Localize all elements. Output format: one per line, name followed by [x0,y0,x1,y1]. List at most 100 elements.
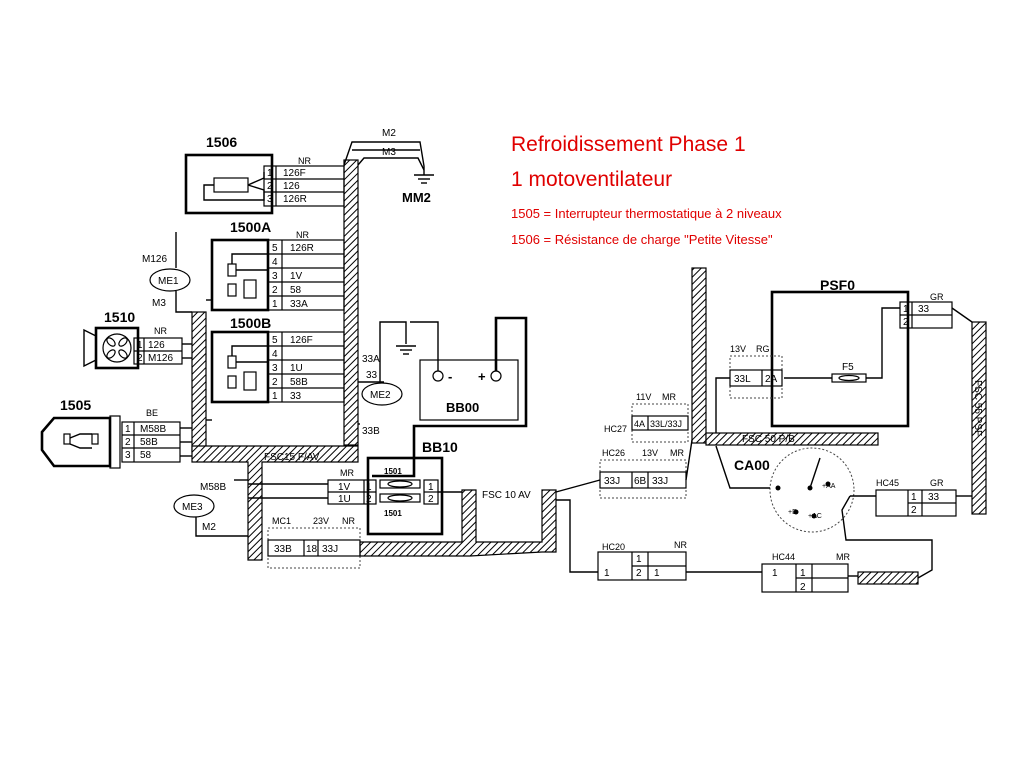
label-1506: 1506 [206,134,237,150]
connector-1500a [267,239,345,311]
ignition-switch-icon [769,447,855,533]
resistor-housing [184,153,274,215]
relay-1500a: 1500A NR 5 4 3 2 1 126R 1V 58 33A [210,219,345,312]
svg-text:126F: 126F [290,335,313,346]
ground-label-mm2: MM2 [402,190,431,205]
connector-1500b [267,331,345,403]
svg-text:1: 1 [636,554,642,565]
svg-text:33: 33 [290,391,302,402]
label-1510: 1510 [104,309,135,325]
svg-text:4A: 4A [634,419,645,429]
svg-text:+AA: +AA [822,483,836,490]
legend-note-1505: 1505 = Interrupteur thermostatique à 2 n… [511,206,782,221]
svg-text:33: 33 [366,370,378,381]
svg-text:NR: NR [296,230,309,240]
svg-text:MR: MR [340,468,354,478]
svg-text:13V: 13V [642,448,658,458]
svg-text:NR: NR [298,156,311,166]
svg-text:33A: 33A [290,299,308,310]
svg-text:126R: 126R [290,243,314,254]
component-1510: 1510 NR 1 2 126 M126 [83,309,192,370]
svg-text:1501: 1501 [384,509,402,518]
battery-terminal-minus [432,370,444,382]
label-bb00: BB00 [446,400,479,415]
svg-text:5: 5 [272,335,278,346]
svg-text:M3: M3 [152,298,166,309]
harness-fsc50 [705,432,879,446]
svg-text:58B: 58B [290,377,308,388]
resistor-icon [213,177,249,193]
svg-text:HC27: HC27 [604,424,627,434]
ground-marker-me2 [361,382,403,406]
svg-text:HC26: HC26 [602,448,625,458]
svg-text:NR: NR [674,540,687,550]
svg-text:1V: 1V [338,482,351,493]
svg-text:23V: 23V [313,516,329,526]
svg-text:2: 2 [800,582,806,593]
svg-text:2: 2 [903,317,909,328]
svg-text:33A: 33A [362,354,380,365]
svg-text:F5: F5 [842,362,854,373]
svg-text:2: 2 [137,353,143,364]
svg-text:3: 3 [272,363,278,374]
svg-text:1U: 1U [290,363,303,374]
svg-text:2: 2 [911,505,917,516]
connector-13v-rg: 13V RG 33L 2A [715,344,783,433]
label-1505: 1505 [60,397,91,413]
title-block: Refroidissement Phase 1 1 motoventilateu… [511,133,782,247]
connector-hc26: HC26 13V MR 33J 6B 33J [555,439,693,499]
connector-hc44: HC44 MR 1 1 2 [761,495,933,593]
svg-text:1: 1 [911,492,917,503]
ignition-ca00: CA00 +AA +D +AC [715,445,855,533]
svg-text:1: 1 [428,482,434,493]
svg-text:-: - [448,369,452,384]
ground-me3: M58B ME3 M2 [173,479,248,537]
label-ca00: CA00 [734,457,770,473]
svg-text:33L: 33L [734,374,751,385]
relay-1500b: 1500B 5 4 3 2 1 126F 1U 58B 33 [210,315,345,404]
svg-text:M58B: M58B [200,482,226,493]
svg-text:+AC: +AC [808,513,822,520]
ground-marker-me3 [173,494,215,518]
svg-text:1: 1 [903,304,909,315]
svg-text:MR: MR [836,552,850,562]
svg-text:ME2: ME2 [370,390,391,401]
connector-mc1: MC1 23V NR 33B 18 33J [267,516,361,569]
svg-text:33L/33J: 33L/33J [650,419,682,429]
svg-text:126: 126 [283,181,300,192]
svg-text:1: 1 [272,299,278,310]
svg-text:1: 1 [267,168,273,179]
relay-housing-a [210,238,270,312]
svg-text:M126: M126 [148,353,173,364]
svg-text:33J: 33J [322,544,338,555]
svg-text:6B: 6B [634,476,647,487]
svg-text:M2: M2 [202,522,216,533]
battery-bb00: - + BB00 [372,316,528,478]
svg-text:33J: 33J [652,476,668,487]
label-1500a: 1500A [230,219,271,235]
diagram-title: Refroidissement Phase 1 [511,133,746,156]
svg-text:M3: M3 [382,147,396,158]
svg-text:+: + [478,369,486,384]
svg-text:1: 1 [137,340,143,351]
svg-text:GR: GR [930,292,944,302]
harness-vertical-right [691,267,707,444]
svg-text:M58B: M58B [140,424,166,435]
svg-text:3: 3 [267,194,273,205]
harness-vertical-main [343,159,359,446]
svg-text:NR: NR [342,516,355,526]
svg-text:5: 5 [272,243,278,254]
harness-fsc55 [971,321,987,515]
svg-text:126: 126 [148,340,165,351]
harness-bundles: FSC15 F/AV FSC 10 AV FSC 50 P/B FSC 55 P… [191,159,987,585]
svg-text:ME3: ME3 [182,502,203,513]
label-psf0: PSF0 [820,277,855,293]
battery-housing [419,359,519,421]
svg-text:33B: 33B [274,544,292,555]
svg-text:33J: 33J [604,476,620,487]
svg-text:18: 18 [306,544,318,555]
svg-text:2: 2 [636,568,642,579]
svg-text:13V: 13V [730,344,746,354]
component-1506: 1506 NR 1 2 3 126F 126 126R [184,134,345,215]
svg-text:2: 2 [366,494,372,505]
